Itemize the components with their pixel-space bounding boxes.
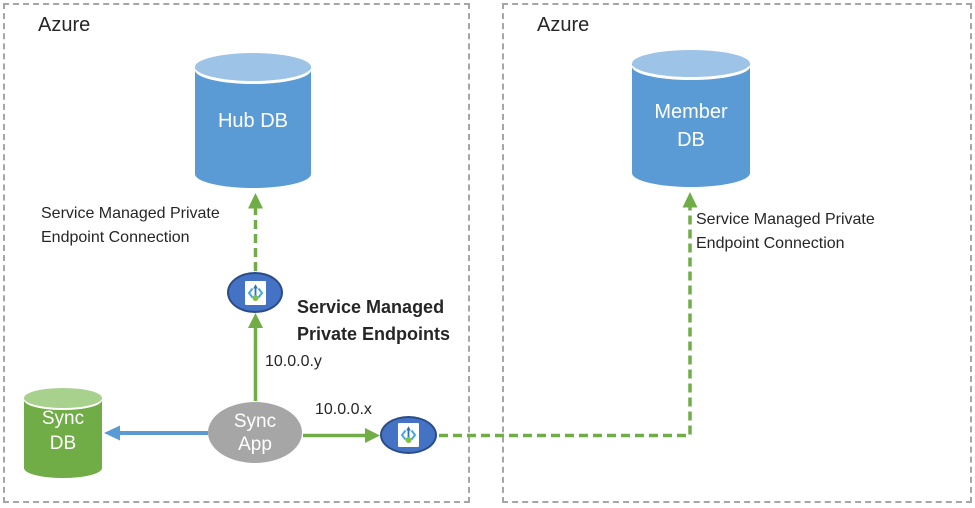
hub-db-cylinder: Hub DB: [195, 53, 311, 188]
private-endpoint-icon: [244, 280, 266, 305]
sync-app-label: Sync App: [233, 410, 277, 455]
ip-address-x-label: 10.0.0.x: [315, 401, 372, 418]
sync-app-ellipse: Sync App: [208, 402, 302, 463]
member-connection-label: Service Managed Private Endpoint Connect…: [696, 211, 875, 252]
hub-connection-label: Service Managed Private Endpoint Connect…: [41, 205, 220, 246]
sync-db-cylinder: Sync DB: [24, 388, 102, 478]
service-managed-private-endpoints-label: Service Managed Private Endpoints: [297, 297, 451, 344]
sync-db-label: Sync DB: [41, 408, 85, 454]
hub-db-cylinder-top: [195, 53, 311, 81]
azure-box-left-title: Azure: [38, 14, 91, 36]
member-db-label: Member DB: [654, 101, 728, 151]
sync-db-cylinder-top: [24, 388, 102, 408]
sync-db-cylinder-body: [24, 398, 102, 478]
member-db-cylinder: Member DB: [632, 50, 750, 187]
ip-address-y-label: 10.0.0.y: [265, 353, 322, 370]
private-endpoint-node-member: [380, 416, 437, 454]
azure-box-right-title: Azure: [537, 14, 590, 36]
private-endpoint-node-hub: [227, 272, 283, 313]
hub-db-cylinder-body: [195, 67, 311, 188]
member-db-cylinder-body: [632, 64, 750, 187]
private-endpoint-icon: [398, 423, 419, 447]
member-db-cylinder-top: [632, 50, 750, 77]
hub-db-label: Hub DB: [217, 110, 289, 132]
